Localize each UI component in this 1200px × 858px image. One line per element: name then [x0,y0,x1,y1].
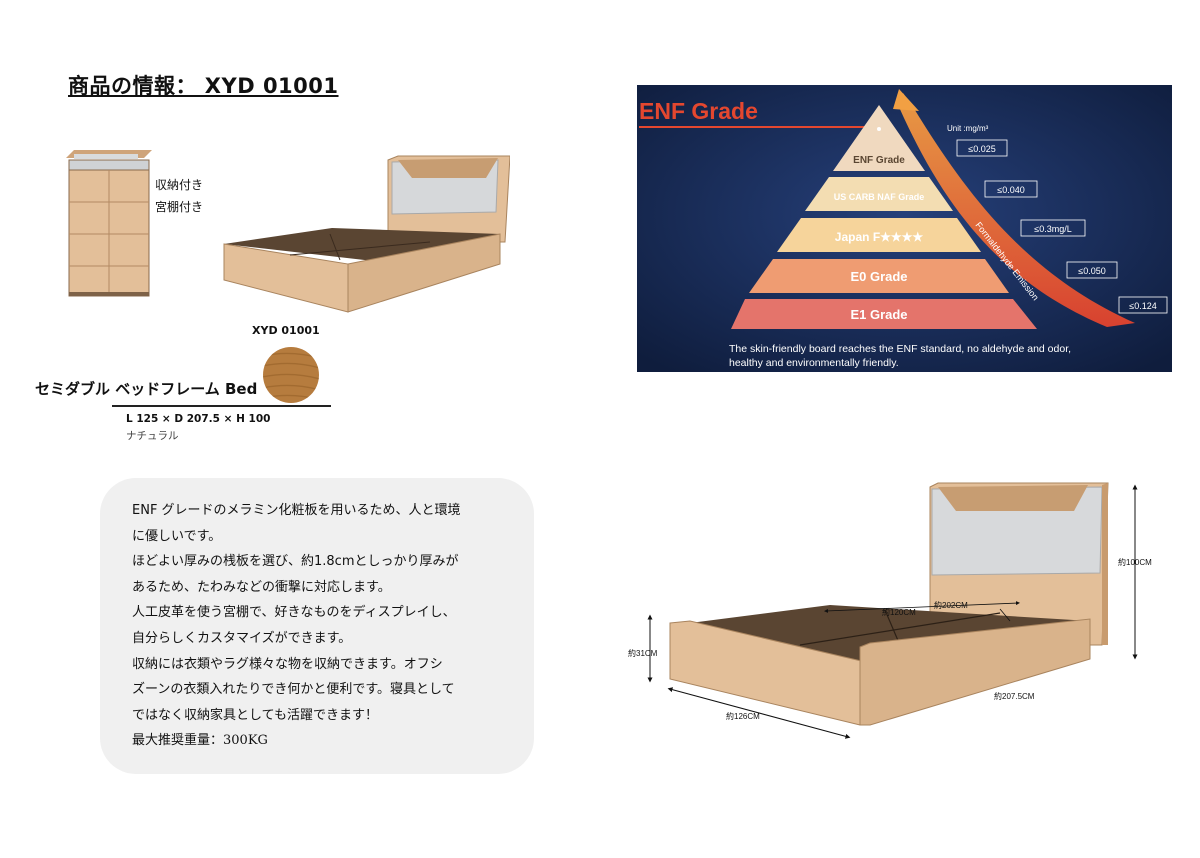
description-line: ENF グレードのメラミン化粧板を用いるため、人と環境 [132,503,461,518]
product-name: セミダブル ベッドフレーム Bed [35,380,258,398]
description-box: ENF グレードのメラミン化粧板を用いるため、人と環境 に優しいです。 ほどよい… [100,478,534,774]
grade-e1-limit: ≤0.124 [1129,301,1156,311]
grade-enf-limit: ≤0.025 [968,144,995,154]
grade-e0-limit: ≤0.050 [1078,266,1105,276]
grade-e1-layer [731,299,1037,329]
dim-width-label: 約126CM [726,711,760,721]
enf-unit: Unit :mg/m³ [947,124,989,133]
dim-slat-width-label: 約120CM [882,607,916,617]
feature-storage: 収納付き [155,178,204,192]
product-divider [112,405,331,407]
enf-grade-pyramid-image: ENF Grade Formaldehyde Emission Unit :mg… [637,85,1172,372]
grade-carb-limit: ≤0.040 [997,185,1024,195]
enf-caption-line1: The skin-friendly board reaches the ENF … [729,343,1071,355]
grade-carb-layer [805,177,953,211]
page-title: 商品の情報： XYD 01001 [68,74,339,98]
product-color: ナチュラル [126,430,179,442]
grade-enf-layer [833,105,925,171]
wood-color-swatch [263,347,319,403]
description-line: ではなく収納家具としても活躍できます！ [132,707,378,723]
grade-e1-label: E1 Grade [850,307,907,322]
grade-japan-layer [777,218,981,252]
enf-title: ENF Grade [639,98,758,124]
dim-length-label: 約207.5CM [994,691,1035,701]
grade-carb-label: US CARB NAF Grade [834,192,925,202]
description-line: 人工皮革を使う宮棚で、好きなものをディスプレイし、 [132,605,456,621]
description-line: 収納には衣類やラグ様々な物を収納できます。オフシ [132,656,443,672]
bed-dimension-illustration: 約100CM 約31CM 約126CM 約207.5CM 約120CM 約202… [628,482,1152,739]
dim-height-label: 約100CM [1118,557,1152,567]
enf-caption-line2: healthy and environmentally friendly. [729,357,899,369]
grade-japan-label: Japan F★★★★ [835,230,924,244]
grade-e0-label: E0 Grade [850,269,907,284]
dim-side-label: 約31CM [628,648,658,658]
grade-e0-layer [749,259,1009,293]
headboard-front-illustration [66,150,152,297]
description-line: に優しいです。 [132,528,222,544]
feature-headboard-shelf: 宮棚付き [155,200,204,214]
bed-perspective-illustration [223,155,510,313]
description-line: あるため、たわみなどの衝撃に対応します。 [132,579,391,595]
max-weight: 最大推奨重量：300KG [132,733,268,749]
description-line: ほどよい厚みの桟板を選び、約1.8cmとしっかり厚みが [132,554,459,570]
grade-enf-label: ENF Grade [853,155,905,166]
grade-japan-limit: ≤0.3mg/L [1034,224,1071,234]
product-model: XYD 01001 [252,324,320,337]
description-line: 自分らしくカスタマイズができます。 [132,630,352,646]
description-line: ズーンの衣類入れたりでき何かと便利です。寝具として [132,682,455,698]
product-dimensions: L 125 × D 207.5 × H 100 [126,413,271,425]
dim-slat-length-label: 約202CM [934,600,968,610]
